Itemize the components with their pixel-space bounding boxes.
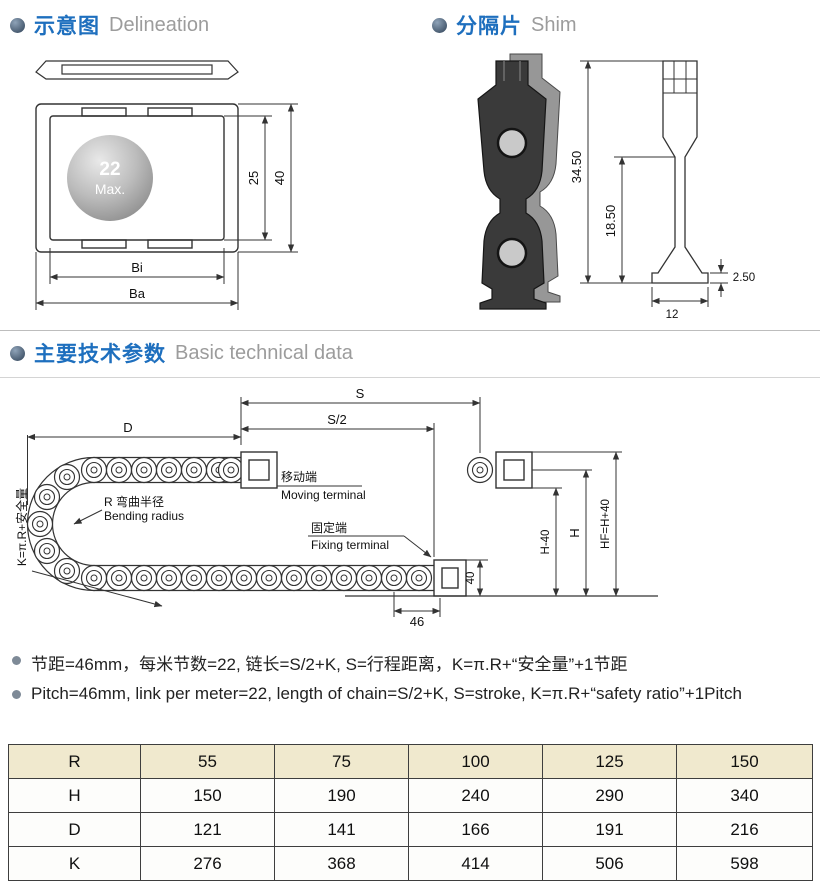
shim-drawing: 34.50 18.50 2.50 12 [477,53,755,321]
table-cell: 150 [140,778,275,813]
bend-radius-label-en: Bending radius [104,509,184,523]
table-cell: 216 [676,812,813,847]
note-text: Pitch=46mm, link per meter=22, length of… [31,684,742,703]
h-minus-dim-label: H-40 [540,530,552,555]
section-header-technical: 主要技术参数 Basic technical data [10,338,353,368]
section-bullet-icon [10,17,25,33]
table-cell: 141 [274,812,409,847]
note-pitch-cn: 节距=46mm，每米节数=22, 链长=S/2+K, S=行程距离，K=π.R+… [12,650,812,675]
cover-top-view [35,60,239,80]
spec-table: R 55 75 100 125 150 H 150 190 240 290 34… [8,744,813,881]
section-bullet-icon [432,17,447,33]
section-header-shim: 分隔片 Shim [432,10,577,40]
ball-diameter-label: 22 [99,159,120,180]
note-pitch-en: Pitch=46mm, link per meter=22, length of… [12,684,812,704]
delineation-drawing: 22 Max. 25 40 Bi Ba [35,60,298,310]
pitch-dim-label: 46 [410,614,424,629]
moving-terminal-label-cn: 移动端 [281,470,317,484]
note-text: 节距=46mm，每米节数=22, 链长=S/2+K, S=行程距离，K=π.R+… [31,655,628,674]
d-dim-label: D [123,420,132,435]
ball-max-label: Max. [95,181,125,197]
table-row-r: R 55 75 100 125 150 [8,744,813,779]
section-title-cn: 主要技术参数 [34,343,166,366]
section-divider [0,377,820,378]
drag-chain-diagram: S S/2 D K=π.R+安全量 R 弯曲半径 Bending radius … [14,386,658,629]
inner-height-dim: 25 [246,171,261,185]
chain-height-dim-label: 40 [465,572,477,585]
table-cell: 506 [542,846,677,881]
shim-profile-view [651,60,709,284]
table-row-label: R [8,744,141,779]
raised-terminal-bracket [495,451,533,489]
fixing-terminal-label-cn: 固定端 [311,520,347,535]
shim-hole-top [496,127,528,159]
h-dim-label: H [567,528,582,537]
table-row-label: K [8,846,141,881]
table-cell: 55 [140,744,275,779]
table-cell: 276 [140,846,275,881]
stroke-dim-label: S [356,386,365,401]
table-cell: 121 [140,812,275,847]
section-header-delineation: 示意图 Delineation [10,10,209,40]
table-cell: 191 [542,812,677,847]
note-bullet-icon [12,656,21,665]
bend-radius-label-cn: R 弯曲半径 [104,494,164,509]
shim-hole-bottom [496,237,528,269]
moving-terminal-bracket [240,451,278,489]
shim-plate-thickness-dim: 2.50 [733,272,755,284]
shim-base-width-dim: 12 [666,309,679,321]
table-cell: 340 [676,778,813,813]
table-cell: 290 [542,778,677,813]
inner-width-dim: Bi [131,260,143,275]
shim-overall-height-dim: 34.50 [569,151,584,184]
table-cell: 190 [274,778,409,813]
fixing-terminal-bracket [433,559,467,597]
k-formula-label: K=π.R+安全量 [14,488,29,566]
table-cell: 100 [408,744,543,779]
table-cell: 166 [408,812,543,847]
outer-height-dim: 40 [272,171,287,185]
section-title-en: Basic technical data [175,341,353,364]
table-row-k: K 276 368 414 506 598 [8,846,813,881]
section-title-cn: 分隔片 [456,15,522,38]
shim-upper-height-dim: 18.50 [603,205,618,238]
delineation-dimension-lines [35,103,298,310]
table-row-d: D 121 141 166 191 216 [8,812,813,847]
table-cell: 368 [274,846,409,881]
moving-terminal-label-en: Moving terminal [281,488,366,502]
table-cell: 75 [274,744,409,779]
section-title-en: Delineation [109,13,210,36]
table-row-label: D [8,812,141,847]
outer-width-dim: Ba [129,286,146,301]
table-cell: 598 [676,846,813,881]
table-cell: 125 [542,744,677,779]
section-bullet-icon [10,345,25,361]
table-row-h: H 150 190 240 290 340 [8,778,813,813]
section-divider [0,330,820,331]
chain-dimension-lines [27,397,622,617]
cable-ball [67,135,153,221]
fixing-terminal-label-en: Fixing terminal [311,538,389,552]
shim-dimension-lines [580,60,728,307]
table-cell: 240 [408,778,543,813]
section-title-cn: 示意图 [34,15,100,38]
half-stroke-dim-label: S/2 [327,412,347,427]
table-row-label: H [8,778,141,813]
shim-3d-view [477,53,561,310]
table-cell: 150 [676,744,813,779]
section-title-en: Shim [531,13,577,36]
note-bullet-icon [12,690,21,699]
hf-dim-label: HF=H+40 [600,499,612,549]
table-cell: 414 [408,846,543,881]
